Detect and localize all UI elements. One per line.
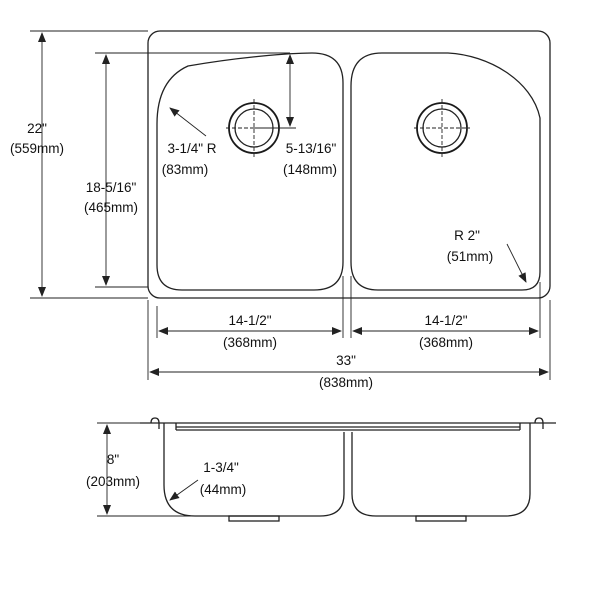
left-corner-radius-metric: (83mm) [162, 162, 209, 177]
overall-width-metric: (838mm) [319, 375, 373, 390]
overall-width-imperial: 33" [336, 353, 356, 368]
drain-offset-dimension: 5-13/16" (148mm) [254, 54, 337, 177]
overall-depth-dimension: 22" (559mm) [10, 30, 148, 299]
drain-offset-imperial: 5-13/16" [286, 141, 337, 156]
bottom-radius-dimension: 1-3/4" (44mm) [169, 460, 247, 501]
bottom-radius-metric: (44mm) [200, 482, 247, 497]
right-bowl-width-metric: (368mm) [419, 335, 473, 350]
right-bowl-width-dimension: 14-1/2" (368mm) [352, 313, 539, 350]
right-drain-outlet [415, 515, 467, 522]
left-drain-outlet [228, 515, 280, 522]
left-bowl-width-dimension: 14-1/2" (368mm) [158, 313, 342, 350]
bottom-radius-imperial: 1-3/4" [203, 460, 239, 475]
left-corner-radius-imperial: 3-1/4" R [167, 141, 216, 156]
bowl-depth-dimension: 18-5/16" (465mm) [84, 52, 290, 288]
right-drain [414, 99, 470, 157]
overall-depth-metric: (559mm) [10, 141, 64, 156]
right-corner-radius-dimension: R 2" (51mm) [447, 228, 527, 283]
width-extension-lines [147, 276, 551, 380]
left-bowl-width-metric: (368mm) [223, 335, 277, 350]
sink-height-imperial: 8" [107, 452, 120, 467]
left-bowl-profile [163, 423, 345, 517]
side-view [140, 417, 556, 522]
bowl-depth-imperial: 18-5/16" [86, 180, 137, 195]
right-bowl-profile [351, 423, 531, 517]
right-corner-radius-metric: (51mm) [447, 249, 494, 264]
drain-offset-metric: (148mm) [283, 162, 337, 177]
bowl-depth-metric: (465mm) [84, 200, 138, 215]
overall-width-dimension: 33" (838mm) [149, 353, 549, 390]
left-bowl-outline [156, 52, 344, 291]
left-bowl-width-imperial: 14-1/2" [228, 313, 271, 328]
right-corner-radius-imperial: R 2" [454, 228, 480, 243]
left-corner-radius-dimension: 3-1/4" R (83mm) [162, 107, 217, 177]
sink-height-dimension: 8" (203mm) [86, 422, 195, 517]
right-bowl-width-imperial: 14-1/2" [424, 313, 467, 328]
sink-height-metric: (203mm) [86, 474, 140, 489]
overall-depth-imperial: 22" [27, 121, 47, 136]
right-bowl-outline [350, 52, 541, 291]
sink-rim-outline [147, 30, 551, 299]
